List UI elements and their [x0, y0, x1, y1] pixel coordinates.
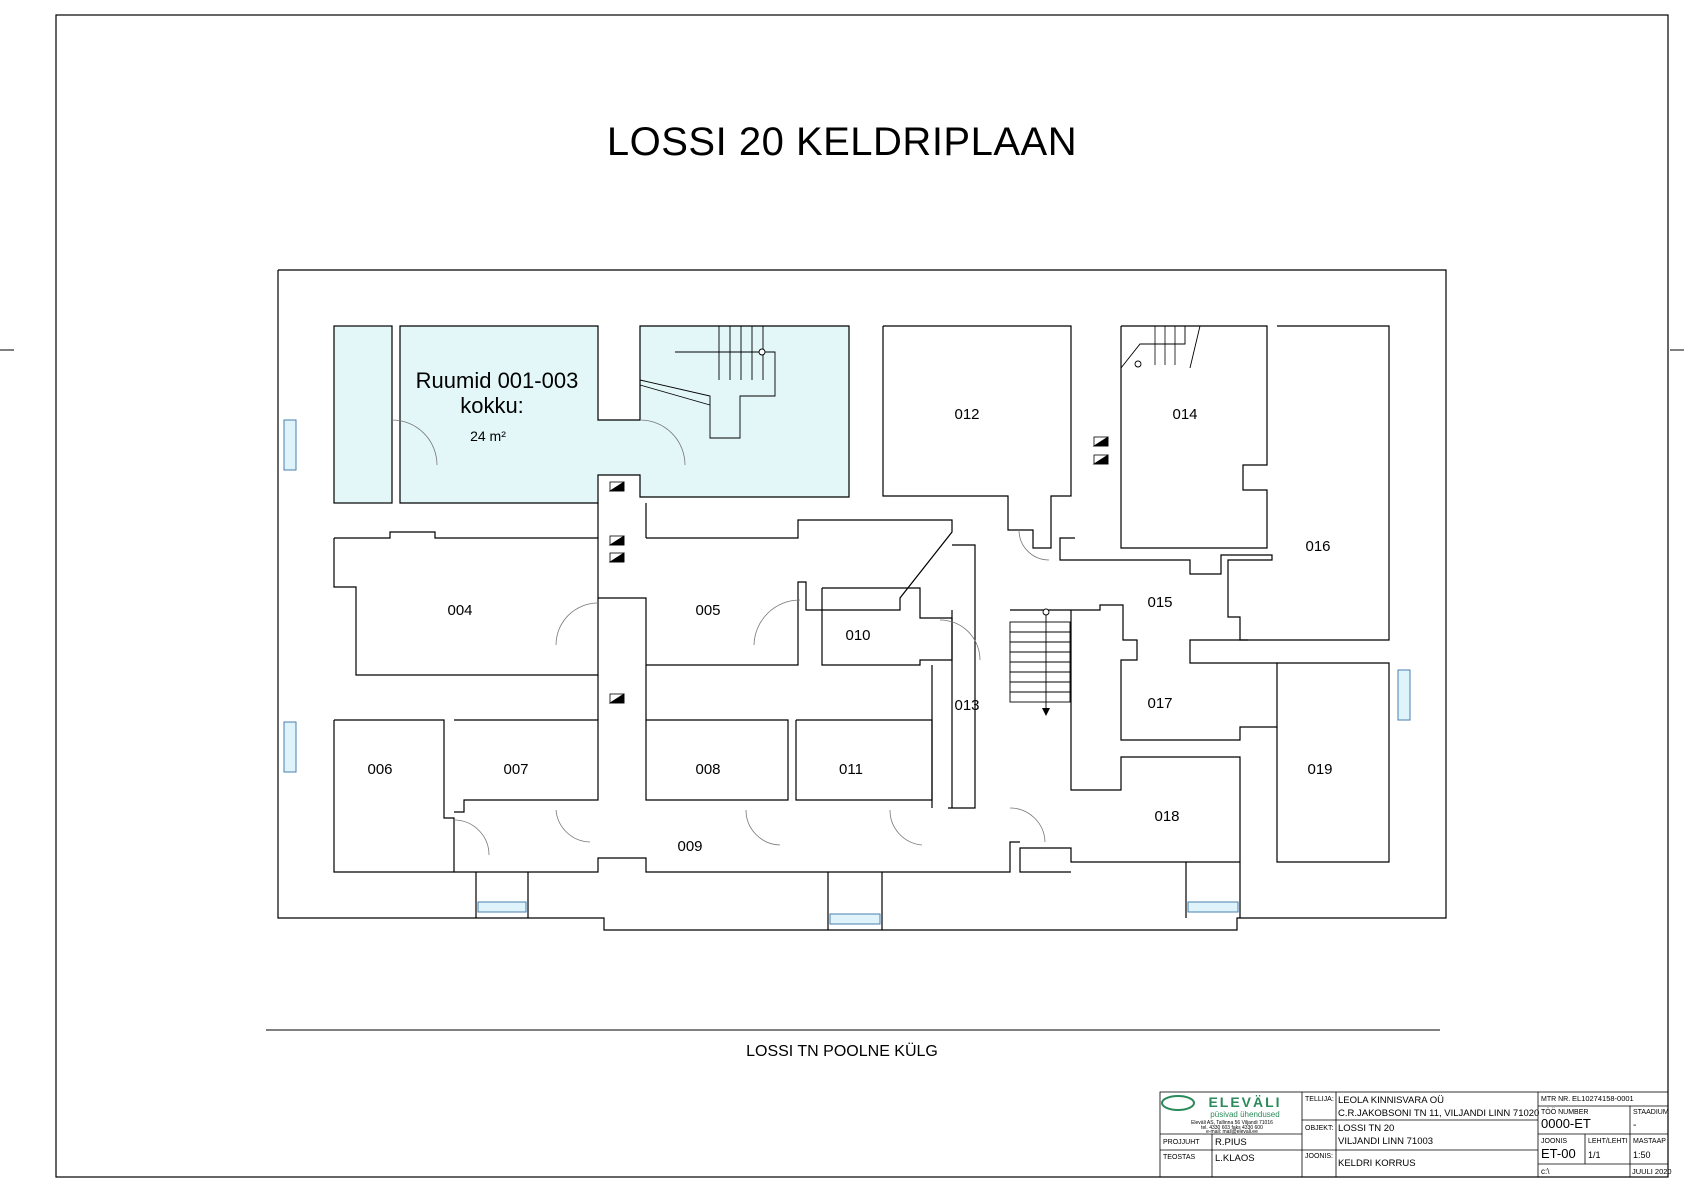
company-line-3: e-mail: mail@elevali.ee — [1206, 1129, 1258, 1135]
room-label-007: 007 — [503, 761, 528, 778]
room-label-018: 018 — [1154, 808, 1179, 825]
room-label-012: 012 — [954, 406, 979, 423]
windows — [283, 419, 1411, 925]
building-outline — [277, 269, 1447, 931]
room-label-011: 011 — [839, 761, 863, 778]
mastaap-label: MASTAAP — [1633, 1138, 1666, 1145]
street-side-label: LOSSI TN POOLNE KÜLG — [746, 1043, 938, 1060]
logo-name: ELEVÄLI — [1208, 1094, 1281, 1110]
room-label-016: 016 — [1305, 538, 1330, 555]
joonis-value: KELDRI KORRUS — [1338, 1158, 1416, 1169]
staadium-label: STAADIUM — [1633, 1109, 1669, 1116]
room-label-015: 015 — [1147, 594, 1172, 611]
room-labels: 004 005 006 007 008 009 010 011 012 013 … — [367, 406, 1332, 855]
joonis-nr-label: JOONIS — [1541, 1138, 1567, 1145]
tellija-line-2: C.R.JAKOBSONI TN 11, VILJANDI LINN 71020 — [1338, 1108, 1539, 1119]
path-value: c:\ — [1541, 1167, 1550, 1176]
room-label-004: 004 — [447, 602, 472, 619]
ventilation-symbols — [608, 436, 1109, 704]
too-number-value: 0000-ET — [1541, 1116, 1591, 1131]
projektijuht-value: R.PIUS — [1215, 1137, 1247, 1148]
title-block — [1159, 1091, 1669, 1178]
mtr-label: MTR NR. — [1541, 1096, 1570, 1103]
objekt-label: OBJEKT: — [1305, 1125, 1333, 1132]
teostas-label: TEOSTAS — [1163, 1154, 1195, 1161]
company-line-1: Eleväli AS, Tallinna 56 Viljandi 71016 — [1191, 1120, 1273, 1126]
joonis-label: JOONIS: — [1305, 1153, 1333, 1160]
mtr-value: EL10274158-0001 — [1572, 1094, 1634, 1103]
room-label-019: 019 — [1307, 761, 1332, 778]
projektijuht-label: PROJJUHT — [1163, 1139, 1200, 1146]
room-label-013: 013 — [954, 697, 979, 714]
room-label-006: 006 — [367, 761, 392, 778]
walls — [333, 325, 1390, 930]
joonis-nr-value: ET-00 — [1541, 1146, 1576, 1161]
objekt-line-1: LOSSI TN 20 — [1338, 1123, 1394, 1134]
objekt-line-2: VILJANDI LINN 71003 — [1338, 1136, 1433, 1147]
highlight-area-001-003 — [333, 325, 850, 504]
leht-value: 1/1 — [1588, 1150, 1601, 1160]
mastaap-value: 1:50 — [1633, 1150, 1651, 1160]
room-label-009: 009 — [677, 838, 702, 855]
tellija-label: TELLIJA: — [1305, 1096, 1334, 1103]
tellija-line-1: LEOLA KINNISVARA OÜ — [1338, 1095, 1444, 1106]
room-label-010: 010 — [845, 627, 870, 644]
room-label-017: 017 — [1147, 695, 1172, 712]
highlight-heading-1: Ruumid 001-003 — [416, 368, 579, 393]
stairs-014 — [1120, 325, 1201, 369]
company-line-2: tel. 4330 603 faks 4330 600 — [1201, 1125, 1263, 1131]
staadium-value: - — [1633, 1120, 1636, 1131]
sheet-frame — [55, 14, 1669, 1178]
highlight-heading-2: kokku: — [460, 393, 524, 418]
company-logo: ELEVÄLI püsivad ühendused — [1161, 1094, 1281, 1119]
teostas-value: L.KLAOS — [1215, 1153, 1255, 1164]
page-title: LOSSI 20 KELDRIPLAAN — [606, 120, 1078, 164]
highlight-area-value: 24 m² — [470, 428, 506, 444]
leht-label: LEHT/LEHTI — [1588, 1138, 1628, 1145]
date-value: JUULI 2020 — [1632, 1167, 1672, 1176]
room-label-014: 014 — [1172, 406, 1197, 423]
logo-tagline: püsivad ühendused — [1210, 1110, 1279, 1119]
stairs-center — [1009, 608, 1071, 712]
too-number-label: TÖÖ NUMBER — [1541, 1108, 1588, 1116]
door-swings — [391, 419, 1050, 856]
room-label-008: 008 — [695, 761, 720, 778]
room-label-005: 005 — [695, 602, 720, 619]
stairs-upper — [639, 326, 776, 439]
